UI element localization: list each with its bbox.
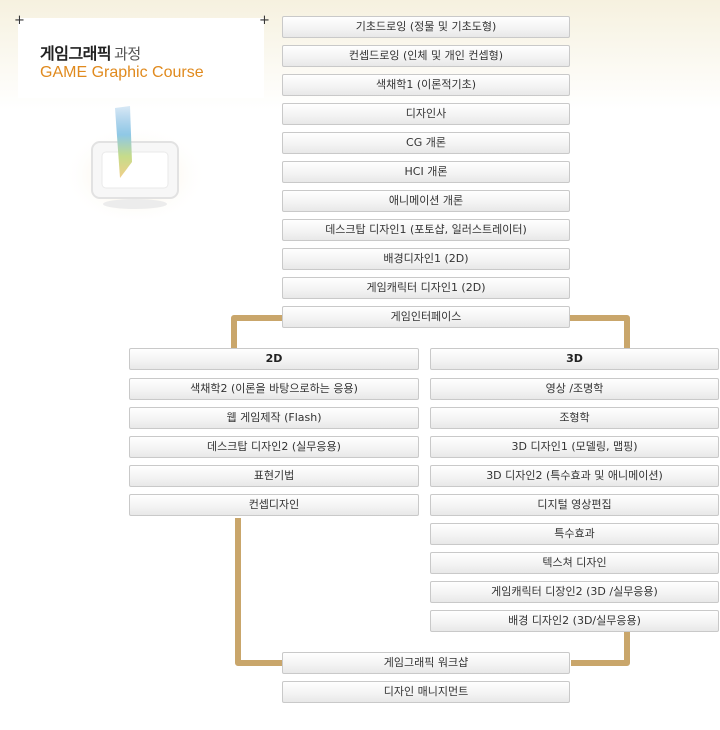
course-box[interactable]: 영상 /조명학 xyxy=(430,378,719,400)
course-box[interactable]: 게임그래픽 워크샵 xyxy=(282,652,570,674)
course-box[interactable]: 컨셉디자인 xyxy=(129,494,419,516)
course-box[interactable]: 게임캐릭터 디자인1 (2D) xyxy=(282,277,570,299)
course-box[interactable]: 색채학1 (이론적기초) xyxy=(282,74,570,96)
course-box[interactable]: 디자인 매니지먼트 xyxy=(282,681,570,703)
course-box[interactable]: 텍스쳐 디자인 xyxy=(430,552,719,574)
course-box[interactable]: HCI 개론 xyxy=(282,161,570,183)
title-english: GAME Graphic Course xyxy=(40,64,204,81)
title-korean: 게임그래픽 xyxy=(40,44,112,63)
course-box[interactable]: 배경 디자인2 (3D/실무응용) xyxy=(430,610,719,632)
course-box[interactable]: 컨셉드로잉 (인체 및 개인 컨셉형) xyxy=(282,45,570,67)
title-suffix: 과정 xyxy=(114,45,141,63)
track-heading-3d: 3D xyxy=(430,348,719,370)
course-box[interactable]: 표현기법 xyxy=(129,465,419,487)
course-box[interactable]: 데스크탑 디자인1 (포토샵, 일러스트레이터) xyxy=(282,219,570,241)
course-box[interactable]: 조형학 xyxy=(430,407,719,429)
course-box[interactable]: 3D 디자인1 (모델링, 맵핑) xyxy=(430,436,719,458)
course-box[interactable]: 색채학2 (이론을 바탕으로하는 응용) xyxy=(129,378,419,400)
course-box[interactable]: 애니메이션 개론 xyxy=(282,190,570,212)
course-box[interactable]: 데스크탑 디자인2 (실무응용) xyxy=(129,436,419,458)
title-panel xyxy=(18,18,264,98)
course-box[interactable]: 웹 게임제작 (Flash) xyxy=(129,407,419,429)
monitor-illustration-icon xyxy=(63,106,207,220)
course-box[interactable]: 3D 디자인2 (특수효과 및 애니메이션) xyxy=(430,465,719,487)
course-box[interactable]: 게임인터페이스 xyxy=(282,306,570,328)
course-box[interactable]: 특수효과 xyxy=(430,523,719,545)
course-box[interactable]: 기초드로잉 (정물 및 기초도형) xyxy=(282,16,570,38)
course-box[interactable]: CG 개론 xyxy=(282,132,570,154)
course-box[interactable]: 디자인사 xyxy=(282,103,570,125)
course-box[interactable]: 디지털 영상편집 xyxy=(430,494,719,516)
course-box[interactable]: 배경디자인1 (2D) xyxy=(282,248,570,270)
corner-plus-icon: + xyxy=(259,13,270,28)
track-heading-2d: 2D xyxy=(129,348,419,370)
corner-plus-icon: + xyxy=(14,13,25,28)
course-box[interactable]: 게임캐릭터 디장인2 (3D /실무응용) xyxy=(430,581,719,603)
